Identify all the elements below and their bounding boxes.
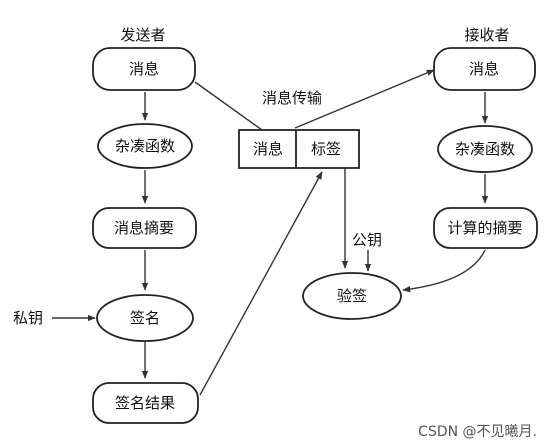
sender-sign-text: 签名 bbox=[130, 309, 160, 327]
receiver-label: 接收者 bbox=[464, 26, 509, 44]
sender-digest-node: 消息摘要 bbox=[92, 207, 197, 249]
sender-digest-text: 消息摘要 bbox=[114, 219, 174, 237]
sender-message-node: 消息 bbox=[92, 47, 196, 91]
verify-ellipse bbox=[302, 272, 402, 320]
sender-hash-ellipse bbox=[97, 123, 193, 169]
verify-node: 验签 bbox=[302, 272, 402, 320]
transmission-label: 消息传输 bbox=[262, 89, 322, 107]
sender-message-text: 消息 bbox=[129, 60, 159, 78]
sender-sign-ellipse bbox=[96, 294, 194, 342]
sender-message-box bbox=[92, 47, 196, 91]
receiver-message-node: 消息 bbox=[433, 47, 536, 91]
sender-sign-node: 签名 bbox=[96, 294, 194, 342]
receiver-hash-ellipse bbox=[437, 125, 533, 173]
edge-computed-digest-to-verify bbox=[402, 249, 486, 293]
sender-result-text: 签名结果 bbox=[115, 394, 175, 412]
sender-hash-text: 杂凑函数 bbox=[115, 137, 175, 155]
private-key-label: 私钥 bbox=[13, 309, 43, 327]
packet-message-text: 消息 bbox=[253, 140, 283, 158]
edges bbox=[52, 69, 489, 396]
receiver-hash-text: 杂凑函数 bbox=[455, 140, 515, 158]
receiver-hash-node: 杂凑函数 bbox=[437, 125, 533, 173]
packet-node: 消息 标签 bbox=[238, 129, 360, 169]
sender-digest-box bbox=[92, 207, 197, 249]
sender-result-node: 签名结果 bbox=[92, 382, 199, 424]
sender-label: 发送者 bbox=[120, 26, 165, 44]
watermark-text: CSDN @不见曦月. bbox=[418, 424, 537, 440]
receiver-message-text: 消息 bbox=[469, 60, 499, 78]
receiver-digest-text: 计算的摘要 bbox=[447, 219, 522, 237]
edge-result-to-tag bbox=[199, 171, 323, 396]
packet-tag-text: 标签 bbox=[311, 140, 341, 158]
receiver-message-box bbox=[433, 47, 536, 91]
receiver-digest-node: 计算的摘要 bbox=[433, 207, 538, 249]
edge-message-to-packet bbox=[194, 81, 263, 131]
edge-packet-to-receiver bbox=[294, 69, 435, 129]
receiver-digest-box bbox=[433, 207, 538, 249]
sender-hash-node: 杂凑函数 bbox=[97, 123, 193, 169]
sender-result-box bbox=[92, 382, 199, 424]
public-key-label: 公钥 bbox=[352, 231, 382, 249]
verify-text: 验签 bbox=[337, 287, 367, 305]
packet-box bbox=[238, 129, 360, 169]
